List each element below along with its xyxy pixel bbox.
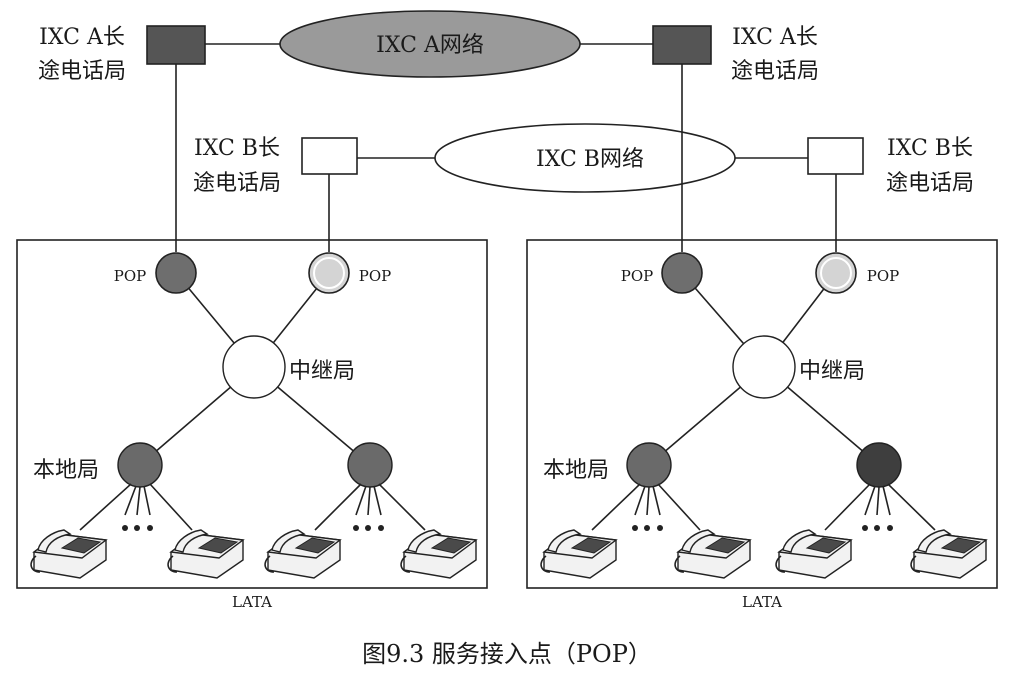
- lata-label: LATA: [232, 593, 272, 611]
- pop-a-label: POP: [621, 267, 653, 285]
- office-box-icon: [807, 137, 864, 175]
- telephone-icon: [910, 529, 988, 579]
- ixc-b-office-right: IXC B长 途电话局: [807, 136, 974, 196]
- telephone-icon: [167, 529, 245, 579]
- telephone-icon: [674, 529, 752, 579]
- lata-left: LATA POP POP 中继局 本地局: [16, 239, 488, 611]
- pop-a-label: POP: [114, 267, 146, 285]
- telephone-icon: [540, 529, 618, 579]
- pop-a-node: [155, 252, 197, 294]
- telephone-icon: [400, 529, 478, 579]
- lata-right: LATA POP POP 中继局 本地局: [526, 239, 998, 611]
- office-box-icon: [301, 137, 358, 175]
- telephones: [30, 529, 988, 579]
- tandem-node: [732, 335, 796, 399]
- local-office-label: 本地局: [543, 458, 609, 483]
- ixc-b-network-label: IXC B网络: [536, 147, 644, 172]
- office-label-line2: 途电话局: [731, 59, 819, 84]
- pop-b-label: POP: [867, 267, 899, 285]
- pop-b-label: POP: [359, 267, 391, 285]
- local-office-node: [856, 442, 902, 488]
- ixc-b-network: IXC B网络: [357, 123, 808, 193]
- pop-a-node: [661, 252, 703, 294]
- subscriber-lines: [591, 483, 936, 531]
- telephone-icon: [264, 529, 342, 579]
- ixc-a-network-ellipse: [279, 10, 581, 78]
- telephone-icon: [30, 529, 108, 579]
- local-office-node: [117, 442, 163, 488]
- local-office-node: [347, 442, 393, 488]
- office-box-icon: [652, 25, 712, 65]
- office-label-line1: IXC B长: [194, 136, 280, 161]
- ixc-a-office-left: IXC A长 途电话局: [38, 25, 206, 84]
- office-label-line1: IXC B长: [887, 136, 973, 161]
- office-label-line1: IXC A长: [39, 25, 125, 50]
- office-label-line1: IXC A长: [732, 25, 818, 50]
- ixc-a-network: IXC A网络: [205, 10, 653, 78]
- ixc-a-network-label: IXC A网络: [376, 33, 484, 58]
- tandem-node: [222, 335, 286, 399]
- telephone-icon: [775, 529, 853, 579]
- lata-boundary: [526, 239, 998, 589]
- ellipsis-dots-icon: [632, 525, 893, 531]
- pop-b-ring: [313, 257, 345, 289]
- office-label-line2: 途电话局: [193, 171, 281, 196]
- pop-b-ring: [820, 257, 852, 289]
- subscriber-lines: [79, 483, 426, 531]
- office-label-line2: 途电话局: [886, 171, 974, 196]
- ixc-a-office-right: IXC A长 途电话局: [652, 25, 819, 84]
- office-box-icon: [146, 25, 206, 65]
- local-office-label: 本地局: [33, 458, 99, 483]
- lata-boundary: [16, 239, 488, 589]
- local-office-node: [626, 442, 672, 488]
- tandem-label: 中继局: [799, 359, 865, 384]
- ixc-b-office-left: IXC B长 途电话局: [193, 136, 358, 196]
- office-label-line2: 途电话局: [38, 59, 126, 84]
- ixc-b-network-ellipse: [434, 123, 736, 193]
- lata-label: LATA: [742, 593, 782, 611]
- ellipsis-dots-icon: [122, 525, 384, 531]
- figure-caption: 图9.3 服务接入点（POP）: [362, 640, 652, 668]
- tandem-label: 中继局: [289, 359, 355, 384]
